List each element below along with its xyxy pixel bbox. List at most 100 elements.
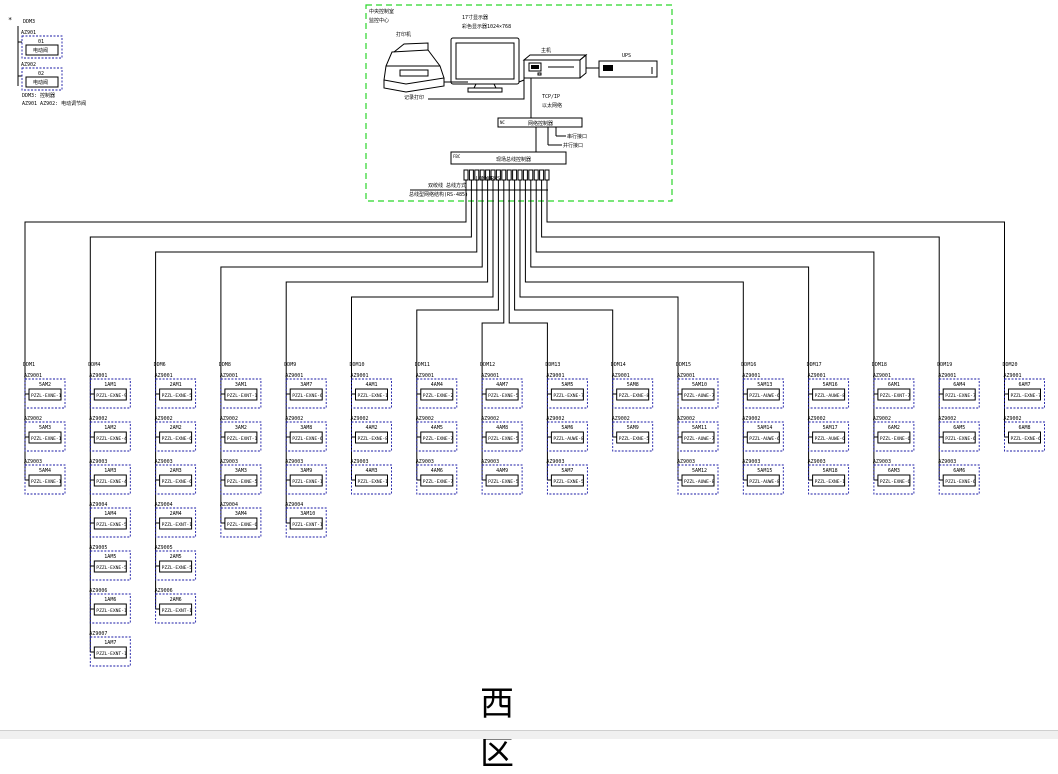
- device-id: 5AM3: [39, 425, 51, 431]
- device-model: PZZL-EXNE-1: [358, 393, 389, 399]
- device-box: [1008, 388, 1041, 401]
- legend-item1-tag: AZ901: [21, 30, 36, 36]
- legend-item1-label: 电动阀: [33, 47, 48, 54]
- device-id: 4AM1: [366, 382, 378, 388]
- device-tag: AZ9003: [155, 459, 173, 465]
- device-id: 6AM2: [888, 425, 900, 431]
- device-id: 5AM4: [39, 468, 51, 474]
- device-tag: AZ9006: [155, 588, 173, 594]
- device-box: [942, 474, 976, 487]
- hub-port: [506, 169, 512, 181]
- device-tag: AZ9001: [351, 373, 369, 379]
- device-box: [877, 388, 911, 401]
- device-tag: AZ9001: [481, 373, 499, 379]
- device-model: PZZL-EXNE-6: [945, 436, 976, 442]
- legend-item2-label: 电动阀: [33, 79, 48, 86]
- device-model: PZZL-EXNE-7: [423, 479, 454, 485]
- device-column: DDM10AZ90014AM1PZZL-EXNE-1AZ90024AM2PZZL…: [350, 362, 392, 495]
- control-room: 中央控制室 监控中心 打印机 记录打印 17寸显示器 彩色显示器1024×768…: [365, 4, 673, 202]
- device-model: PZZL-EXNE-7: [1011, 393, 1042, 399]
- device-tag: AZ9002: [808, 416, 826, 422]
- device-box: [93, 431, 127, 444]
- hub-port: [501, 169, 507, 181]
- ups-icon: UPS: [598, 53, 658, 78]
- device-id: 5AM18: [823, 468, 838, 474]
- device-tag: AZ9001: [1004, 373, 1022, 379]
- device-id: 3AM7: [300, 382, 312, 388]
- device-box: [289, 474, 323, 487]
- printer-caption: 记录打印: [404, 94, 424, 101]
- device-id: 4AM4: [431, 382, 443, 388]
- device-id: 2AM3: [170, 468, 182, 474]
- device-tag: AZ9003: [742, 459, 760, 465]
- bus-line: [514, 180, 614, 368]
- device-tag: AZ9001: [416, 373, 434, 379]
- bus-wiring: [24, 180, 1005, 368]
- bus-line: [351, 180, 494, 368]
- device-column: DDM4AZ90011AM1PZZL-EXNE-9AZ90021AM2PZZL-…: [88, 362, 131, 667]
- device-box: [812, 431, 846, 444]
- hub-tag: FBC: [453, 154, 461, 159]
- device-model: PZZL-EXNE-1: [31, 479, 62, 485]
- device-column: DDM12AZ90014AM7PZZL-EXNE-5AZ90024AM8PZZL…: [480, 362, 523, 495]
- device-id: 1AM4: [104, 511, 116, 517]
- device-id: 4AM5: [431, 425, 443, 431]
- device-tag: AZ9004: [155, 502, 173, 508]
- device-column: DDM1AZ90015AM2PZZL-EXNE-1AZ90025AM3PZZL-…: [23, 362, 66, 495]
- column-header: DDM12: [480, 362, 495, 368]
- bus-line: [24, 180, 467, 368]
- column-header: DDM16: [741, 362, 756, 368]
- device-tag: AZ9004: [89, 502, 107, 508]
- device-model: PZZL-EXNE-4: [96, 479, 127, 485]
- device-id: 4AM9: [496, 468, 508, 474]
- device-box: [159, 517, 193, 530]
- device-tag: AZ9003: [481, 459, 499, 465]
- column-header: DDM9: [284, 362, 296, 368]
- device-model: PZZL-EXNE-9: [96, 393, 127, 399]
- device-model: PZZL-EXNE-6: [162, 436, 193, 442]
- hub-port: [468, 169, 474, 181]
- device-column: DDM11AZ90014AM4PZZL-EXNE-2AZ90024AM5PZZL…: [415, 362, 458, 495]
- device-model: PZZL-AUWE-8: [553, 436, 584, 442]
- device-box: [159, 388, 193, 401]
- tcpip-label: TCP/IP: [542, 94, 560, 100]
- device-model: PZZL-AUWE-6: [749, 436, 780, 442]
- device-column: DDM18AZ90016AM1PZZL-EXNT-7AZ90026AM2PZZL…: [872, 362, 915, 495]
- bus-label3: 总线型网络结构(RS-485): [409, 191, 468, 198]
- device-id: 5AM6: [561, 425, 573, 431]
- column-header: DDM18: [872, 362, 887, 368]
- device-model: PZZL-EXNE-5: [488, 479, 519, 485]
- device-id: 5AM7: [561, 468, 573, 474]
- device-box: [93, 560, 127, 573]
- device-box: [93, 517, 127, 530]
- device-tag: AZ9007: [89, 631, 107, 637]
- device-tag: AZ9003: [24, 459, 42, 465]
- ups-label: UPS: [622, 53, 631, 59]
- bus-line: [530, 180, 810, 368]
- device-id: 5AM5: [561, 382, 573, 388]
- device-id: 1AM2: [104, 425, 116, 431]
- device-id: 5AM17: [823, 425, 838, 431]
- device-id: 1AM6: [104, 597, 116, 603]
- device-box: [877, 474, 911, 487]
- legend-item2-box: [25, 76, 59, 88]
- device-box: [224, 474, 258, 487]
- hub-port: [528, 169, 534, 181]
- device-box: [224, 388, 258, 401]
- device-model: PZZL-EXNE-6: [292, 436, 323, 442]
- bus-label1: LONWORKS: [476, 176, 500, 182]
- device-id: 3AM9: [300, 468, 312, 474]
